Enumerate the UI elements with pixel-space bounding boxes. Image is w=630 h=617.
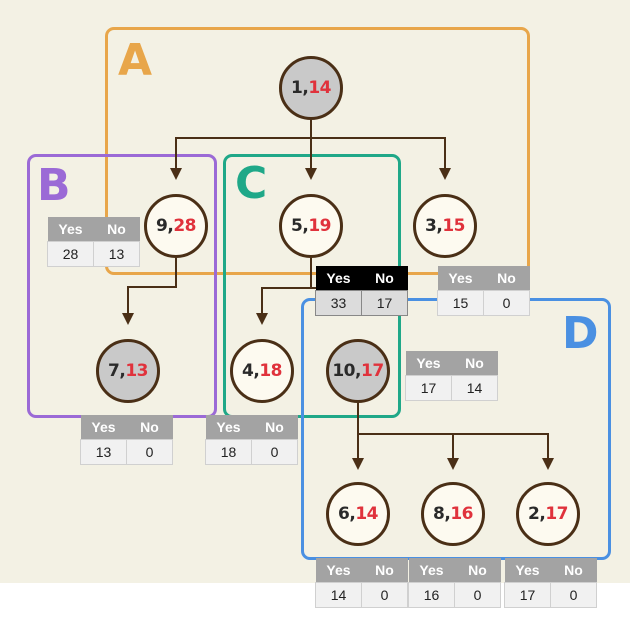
edge-10-2 [453, 433, 554, 470]
yes-count: 28 [47, 241, 94, 267]
yes-count: 33 [315, 290, 362, 316]
node-3-second: 15 [442, 216, 465, 236]
node-1: 1,14 [279, 56, 343, 120]
yes-header: Yes [80, 415, 127, 440]
node-2-second: 17 [545, 504, 568, 524]
yes-header: Yes [47, 217, 94, 242]
node-9: 9,28 [144, 194, 208, 258]
node-1-second: 14 [308, 78, 331, 98]
no-header: No [361, 266, 408, 291]
node-5: 5,19 [279, 194, 343, 258]
yes-count: 13 [80, 439, 127, 465]
node-5-second: 19 [308, 216, 331, 236]
node-3-first: 3 [425, 216, 437, 236]
node-5-first: 5 [291, 216, 303, 236]
no-count: 13 [93, 241, 140, 267]
edge-5-4 [256, 258, 312, 325]
node-9-second: 28 [173, 216, 196, 236]
yes-header: Yes [405, 351, 452, 376]
node-2: 2,17 [516, 482, 580, 546]
group-label-d: D [562, 308, 599, 359]
diagram-canvas: A B C D 1,14 9,28 5 [0, 0, 630, 583]
no-count: 0 [126, 439, 173, 465]
group-label-b: B [37, 160, 71, 211]
node-10: 10,17 [326, 339, 390, 403]
edge-10-8 [358, 433, 459, 470]
node-8-second: 16 [450, 504, 473, 524]
node-8: 8,16 [421, 482, 485, 546]
yes-header: Yes [315, 266, 362, 291]
no-count: 0 [251, 439, 298, 465]
node-2-first: 2 [528, 504, 540, 524]
node-3: 3,15 [413, 194, 477, 258]
node-7-first: 7 [108, 361, 120, 381]
no-header: No [361, 558, 408, 583]
node-8-first: 8 [433, 504, 445, 524]
yes-count: 17 [405, 375, 452, 401]
node-7: 7,13 [96, 339, 160, 403]
node-9-first: 9 [156, 216, 168, 236]
yes-header: Yes [315, 558, 362, 583]
node-6-second: 14 [355, 504, 378, 524]
yes-count: 16 [408, 582, 455, 608]
no-count: 0 [361, 582, 408, 608]
node-10-second: 17 [360, 361, 384, 381]
node-6-first: 6 [338, 504, 350, 524]
node-4-second: 18 [259, 361, 282, 381]
edge-1-9 [170, 120, 312, 180]
yes-header: Yes [437, 266, 484, 291]
yes-header: Yes [408, 558, 455, 583]
node-4-first: 4 [242, 361, 254, 381]
no-header: No [451, 351, 498, 376]
edge-9-7 [122, 258, 177, 325]
group-label-a: A [118, 35, 153, 86]
yes-count: 17 [504, 582, 551, 608]
yes-header: Yes [205, 415, 252, 440]
no-count: 17 [361, 290, 408, 316]
node-4: 4,18 [230, 339, 294, 403]
no-header: No [550, 558, 597, 583]
node-1-first: 1 [291, 78, 303, 98]
yes-count: 15 [437, 290, 484, 316]
no-header: No [483, 266, 530, 291]
yes-count: 18 [205, 439, 252, 465]
no-count: 14 [451, 375, 498, 401]
edge-1-3 [311, 137, 451, 180]
node-7-second: 13 [125, 361, 148, 381]
no-header: No [251, 415, 298, 440]
no-header: No [126, 415, 173, 440]
no-count: 0 [550, 582, 597, 608]
no-header: No [454, 558, 501, 583]
group-label-c: C [235, 158, 268, 209]
node-6: 6,14 [326, 482, 390, 546]
no-count: 0 [454, 582, 501, 608]
no-header: No [93, 217, 140, 242]
no-count: 0 [483, 290, 530, 316]
yes-header: Yes [504, 558, 551, 583]
node-10-first: 10 [332, 361, 356, 381]
yes-count: 14 [315, 582, 362, 608]
